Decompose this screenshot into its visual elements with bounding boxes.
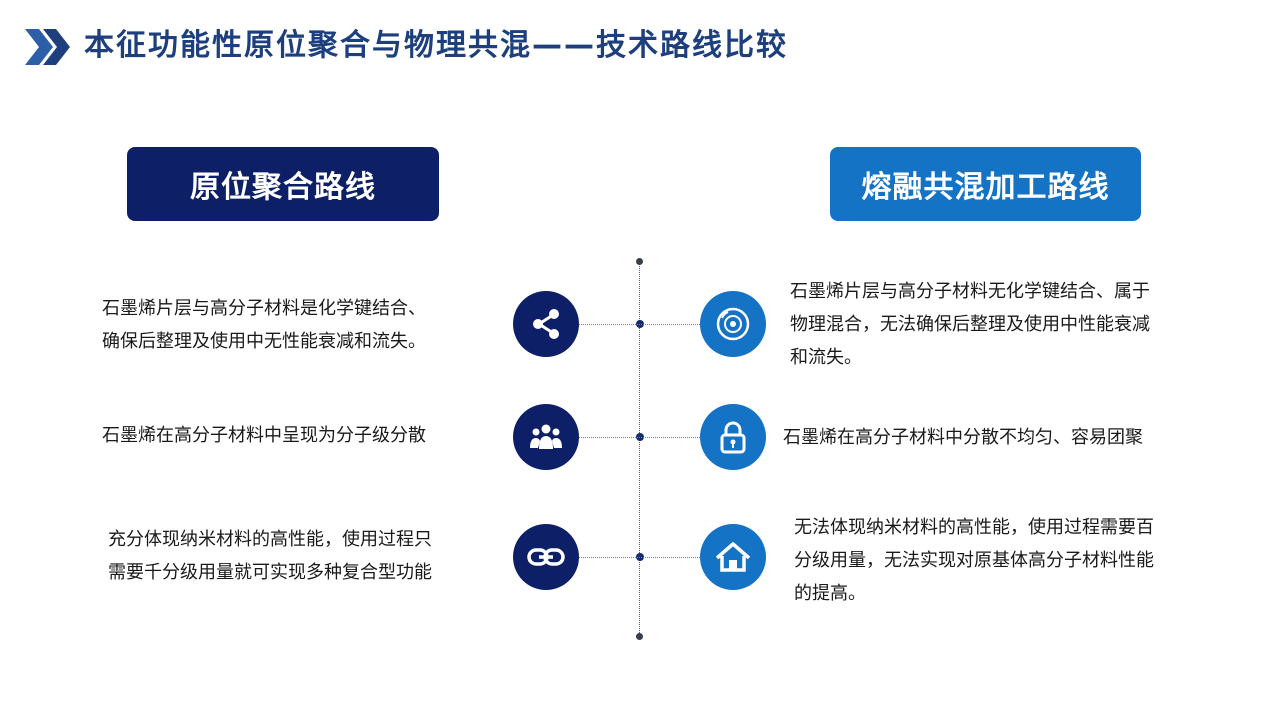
connector-line: [579, 437, 700, 438]
divider-bottom-dot: [636, 633, 643, 640]
right-item-1-badge: [700, 291, 766, 357]
left-item-2-badge: [513, 404, 579, 470]
right-item-2-text: 石墨烯在高分子材料中分散不均匀、容易团聚: [783, 427, 1143, 448]
right-item-3-text: 无法体现纳米材料的高性能，使用过程需要百 分级用量，无法实现对原基体高分子材料性…: [794, 517, 1154, 604]
right-item-1-text: 石墨烯片层与高分子材料无化学键结合、属于 物理混合，无法确保后整理及使用中性能衰…: [790, 281, 1150, 368]
left-item-3-badge: [513, 524, 579, 590]
left-item-1-text: 石墨烯片层与高分子材料是化学键结合、 确保后整理及使用中无性能衰减和流失。: [102, 298, 426, 352]
center-divider: [639, 261, 640, 637]
home-icon: [715, 542, 751, 572]
left-route-heading: 原位聚合路线: [127, 147, 439, 221]
page-title: 本征功能性原位聚合与物理共混——技术路线比较: [84, 28, 788, 63]
left-item-3-text: 充分体现纳米材料的高性能，使用过程只 需要千分级用量就可实现多种复合型功能: [108, 529, 432, 583]
left-item-1-badge: [513, 291, 579, 357]
connector-line: [579, 557, 700, 558]
right-item-3-badge: [700, 524, 766, 590]
share-icon: [533, 309, 559, 339]
connector-line: [579, 324, 700, 325]
users-icon: [530, 424, 562, 449]
right-item-2-badge: [700, 404, 766, 470]
disc-icon: [716, 307, 750, 341]
lock-icon: [720, 421, 746, 454]
right-route-heading: 熔融共混加工路线: [830, 147, 1141, 221]
chevron-right-icon: [25, 29, 70, 65]
link-icon: [527, 548, 565, 566]
left-item-2-text: 石墨烯在高分子材料中呈现为分子级分散: [102, 425, 426, 446]
divider-top-dot: [636, 258, 643, 265]
